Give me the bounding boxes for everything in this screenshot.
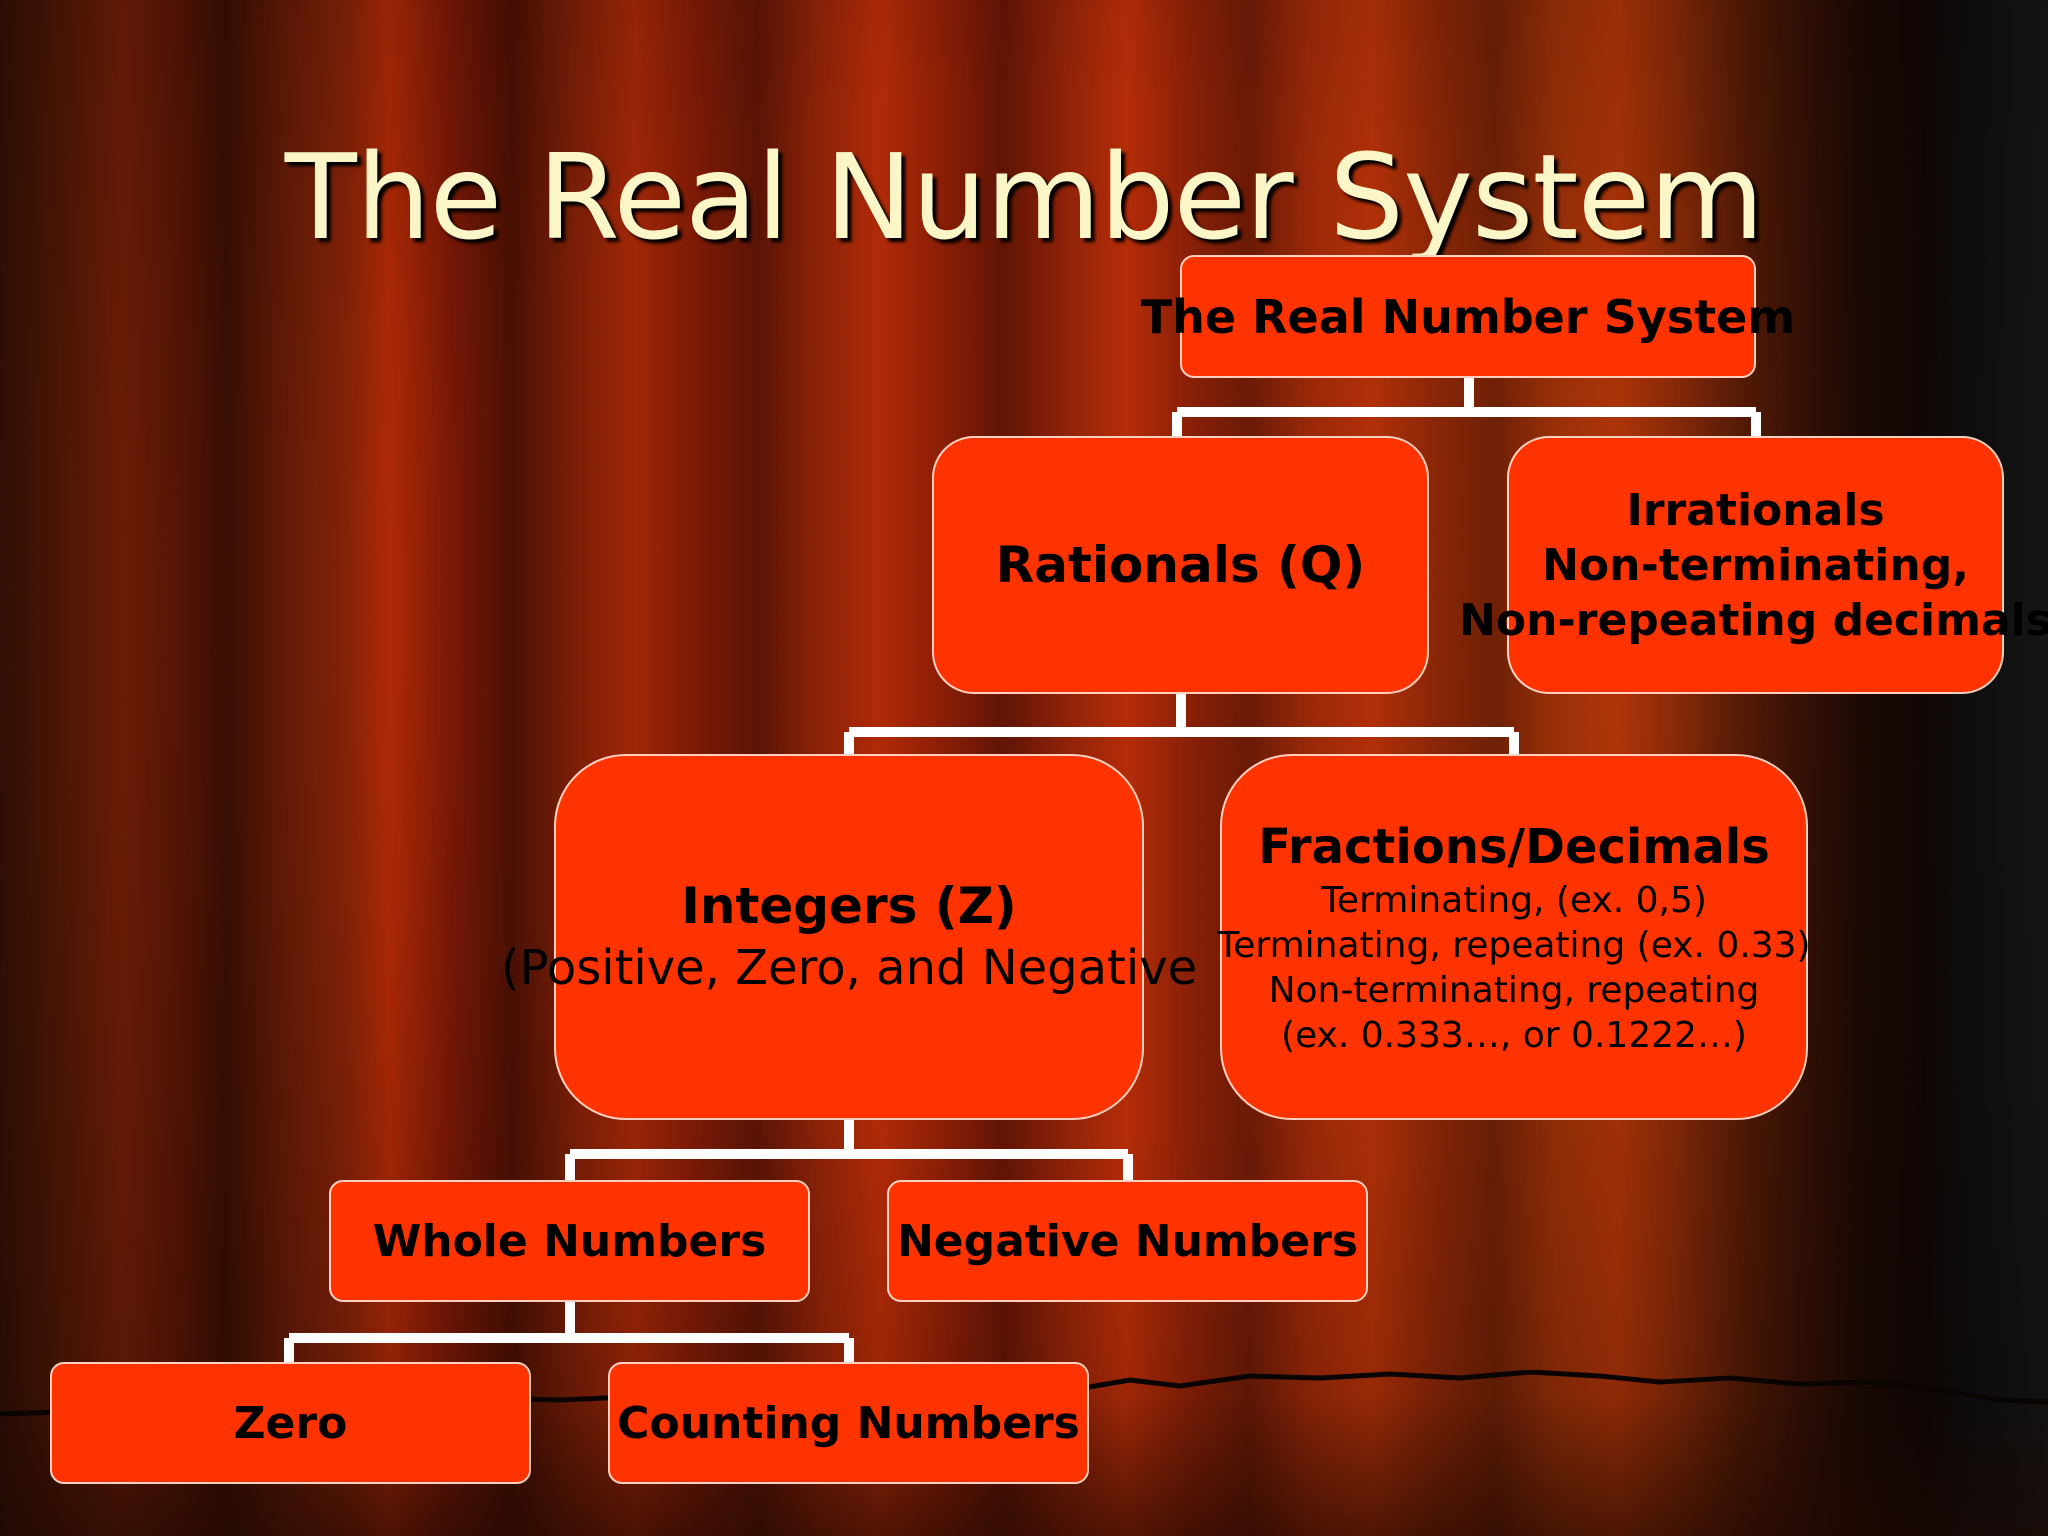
node-label: Negative Numbers [896,1215,1359,1267]
slide-title: The Real Number System [284,128,1764,266]
node-label: Fractions/Decimals [1258,819,1770,875]
node-real-number-system: The Real Number System [1141,255,1795,378]
connector-rationals [844,694,1519,754]
node-label: The Real Number System [1140,289,1796,344]
node-line: (ex. 0.333…, or 0.1222…) [1281,1015,1747,1056]
node-label: Counting Numbers [617,1397,1080,1449]
node-zero: Zero [50,1362,531,1484]
connector-root [1172,378,1761,436]
node-integers: Integers (Z) (Positive, Zero, and Negati… [501,754,1197,1120]
node-rationals: Rationals (Q) [932,436,1429,694]
node-negative-numbers: Negative Numbers [887,1180,1368,1302]
node-line: Non-terminating, [1542,539,1969,591]
node-label: Zero [233,1397,348,1449]
node-label: Rationals (Q) [995,536,1366,594]
node-line: Non-repeating decimals [1459,594,2048,646]
node-line: Irrationals [1626,484,1885,536]
node-line: Terminating, repeating (ex. 0.33) [1217,925,1811,966]
node-line: Terminating, (ex. 0,5) [1321,880,1707,921]
node-sublabel: (Positive, Zero, and Negative [500,940,1198,996]
node-counting-numbers: Counting Numbers [608,1362,1089,1484]
connector-integers [565,1120,1133,1180]
node-fractions-decimals: Fractions/Decimals Terminating, (ex. 0,5… [1217,754,1811,1120]
node-irrationals: Irrationals Non-terminating, Non-repeati… [1459,436,2048,694]
node-whole-numbers: Whole Numbers [329,1180,810,1302]
node-line: Non-terminating, repeating [1268,970,1760,1011]
node-label: Whole Numbers [372,1215,767,1267]
node-label: Integers (Z) [681,877,1017,935]
connector-whole [284,1302,854,1362]
